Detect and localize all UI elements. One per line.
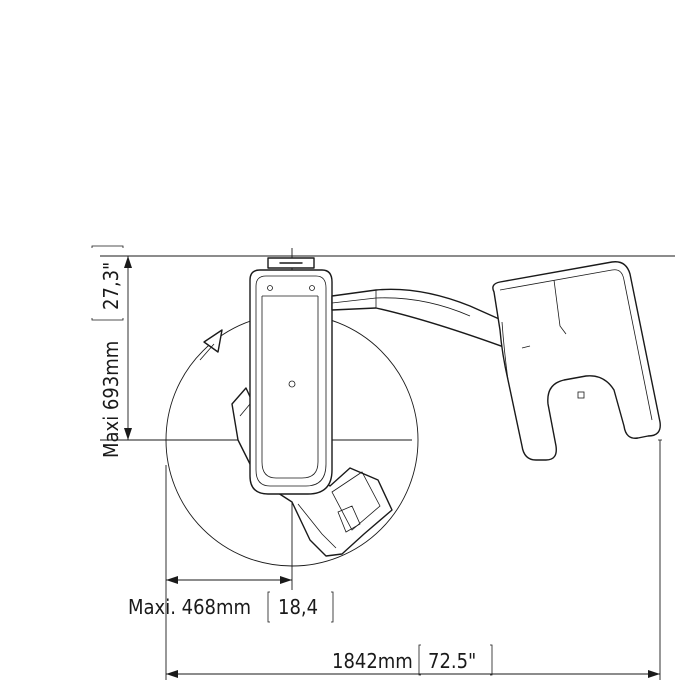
dim-height-metric: Maxi 693mm: [99, 341, 123, 458]
dim-height-imperial: 27,3": [99, 262, 123, 310]
dim-height-bracket: [91, 245, 124, 321]
column-body: [249, 269, 333, 495]
dimension-arrows: [124, 256, 660, 678]
dim-width-imperial: 72.5": [428, 649, 476, 673]
dim-height-label: Maxi 693mm 27,3": [99, 262, 123, 458]
dim-width-bracket: [418, 644, 493, 676]
dim-width-metric: 1842mm: [332, 649, 413, 673]
head-unit-right: [492, 261, 661, 461]
dim-swing-metric: Maxi. 468mm: [128, 595, 251, 619]
dim-swing-bracket: [267, 591, 334, 623]
dim-swing-imperial: 18,4: [278, 595, 318, 619]
wall-mount-plate: [267, 257, 315, 269]
